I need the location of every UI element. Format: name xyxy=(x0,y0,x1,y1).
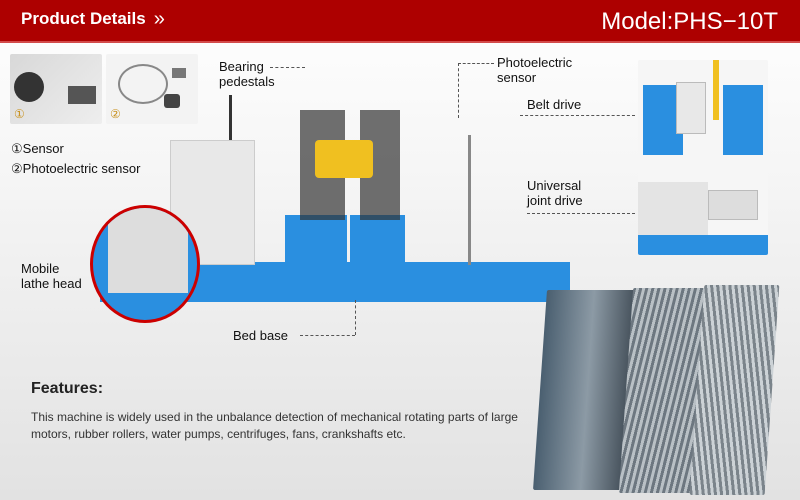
header-bar: Product Details » Model:PHS−10T xyxy=(0,0,800,43)
callout-mobile-lathe-head: Mobile lathe head xyxy=(21,261,82,291)
photoelectric-sensor-photo: ② xyxy=(106,54,198,124)
callout-belt-drive: Belt drive xyxy=(527,97,582,112)
sensor-legend-2: ②Photoelectric sensor xyxy=(11,161,141,176)
callout-universal-joint: Universal joint drive xyxy=(527,178,583,208)
callout-photoelectric-sensor: Photoelectric sensor xyxy=(497,55,573,85)
features-heading: Features: xyxy=(31,380,104,397)
sensor-photo: ① xyxy=(10,54,102,124)
callout-bearing-pedestals: Bearing pedestals xyxy=(219,59,275,89)
section-title: Product Details xyxy=(21,9,146,28)
universal-joint-photo xyxy=(638,160,768,255)
sensor-legend-1: ①Sensor xyxy=(11,141,64,156)
belt-drive-photo xyxy=(638,60,768,155)
callout-bed-base: Bed base xyxy=(233,328,288,343)
photo-number: ② xyxy=(110,107,121,121)
model-label: Model:PHS−10T xyxy=(601,8,778,35)
photo-number: ① xyxy=(14,107,25,121)
features-description: This machine is widely used in the unbal… xyxy=(31,410,518,441)
magnified-lathe-head xyxy=(90,205,200,323)
double-chevron-icon: » xyxy=(153,8,165,30)
section-title-group: Product Details » xyxy=(21,9,165,29)
